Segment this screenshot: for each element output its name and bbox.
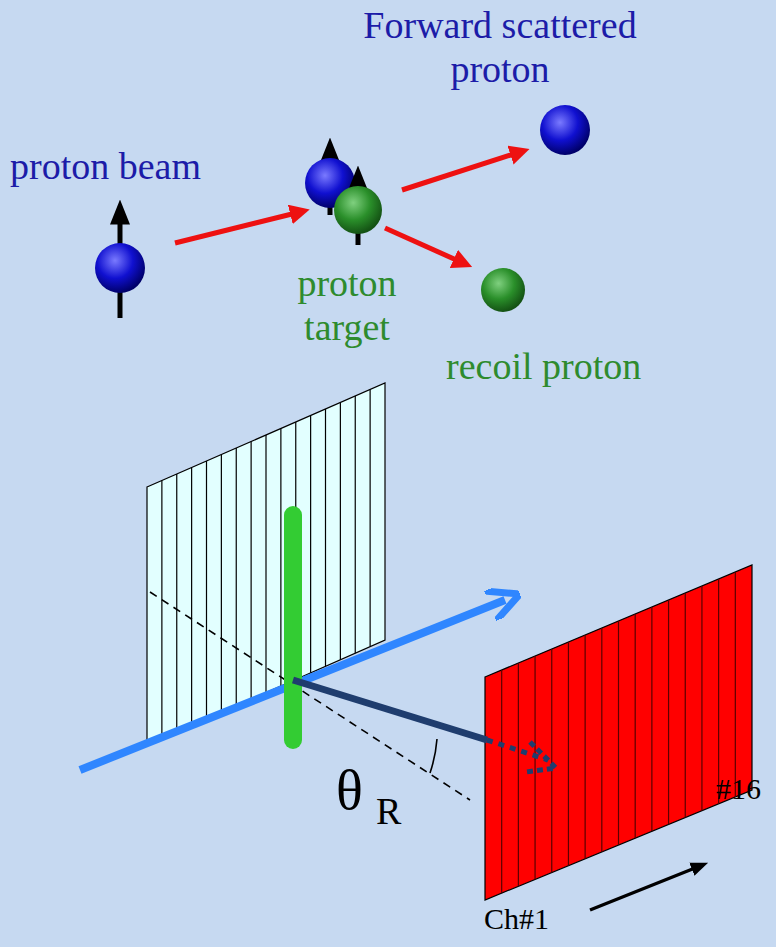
angle-symbol: θ	[336, 758, 363, 822]
particle-label: Forward scattered proton	[330, 4, 670, 91]
target-ribbon	[284, 515, 302, 740]
right-detector	[485, 565, 752, 900]
strip-line	[310, 416, 311, 673]
channel-arrow	[590, 866, 700, 910]
motion-arrow	[402, 152, 520, 190]
strip-line	[251, 442, 252, 700]
strip-line	[585, 635, 586, 859]
strip-line	[685, 593, 686, 818]
strip-line	[206, 461, 207, 719]
strip-line	[518, 663, 519, 886]
strip-line	[735, 572, 736, 797]
strip-line	[370, 390, 371, 647]
strip-line	[191, 468, 192, 726]
recoil-track	[293, 680, 487, 740]
strip-line	[568, 642, 569, 866]
strip-line	[355, 396, 356, 653]
strip-line	[601, 628, 602, 852]
strip-line	[635, 614, 636, 838]
strip-line	[221, 455, 222, 713]
channel-number: #16	[716, 772, 761, 807]
scattered-proton	[540, 105, 590, 155]
strip-line	[176, 474, 177, 732]
strip-line	[718, 579, 719, 804]
angle-subscript: R	[376, 790, 401, 834]
detector-strips	[162, 390, 370, 739]
motion-arrow	[385, 228, 463, 263]
detector-strips	[502, 572, 736, 893]
angle-arc	[430, 739, 437, 773]
particle-label: recoil proton	[446, 345, 641, 389]
particle-label: proton target	[262, 262, 432, 349]
channel-number: Ch#1	[484, 902, 549, 937]
strip-line	[618, 621, 619, 845]
strip-line	[325, 409, 326, 666]
recoil-arrowhead	[526, 742, 556, 772]
strip-line	[265, 435, 266, 693]
particle-label: proton beam	[10, 145, 201, 189]
strip-line	[651, 607, 652, 831]
strip-line	[236, 448, 237, 706]
strip-line	[534, 656, 535, 879]
strip-line	[280, 429, 281, 686]
strip-line	[340, 403, 341, 660]
left-detector	[147, 383, 385, 745]
detector-normal-line	[150, 592, 470, 800]
strip-line	[668, 600, 669, 824]
target-proton	[334, 186, 382, 234]
strip-line	[161, 481, 162, 739]
recoil-proton	[481, 268, 525, 312]
strip-line	[701, 586, 702, 811]
strip-line	[501, 670, 502, 893]
beam-proton	[95, 243, 145, 293]
motion-arrow	[175, 212, 300, 243]
strip-line	[551, 649, 552, 873]
